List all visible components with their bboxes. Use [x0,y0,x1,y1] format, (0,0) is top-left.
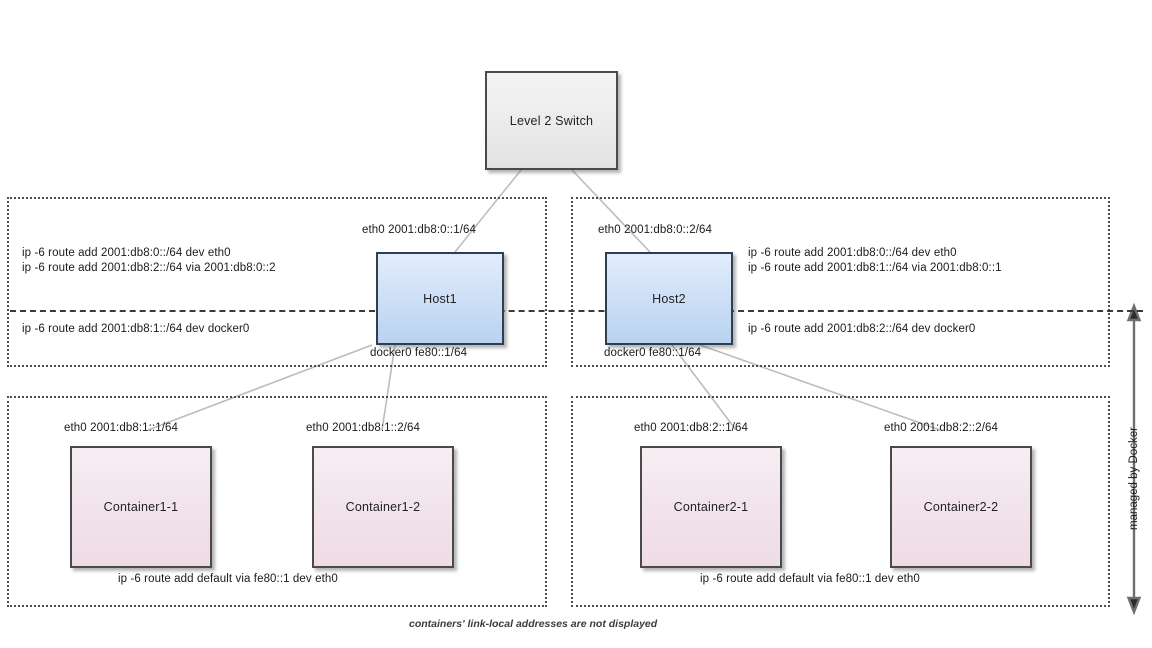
container2-2-label: Container2-2 [923,500,999,514]
container1-2-label: Container1-2 [345,500,421,514]
container2-2-eth0-label: eth0 2001:db8:2::2/64 [884,422,999,434]
host2-route-3: ip -6 route add 2001:db8:2::/64 dev dock… [748,323,976,335]
host1-route-2: ip -6 route add 2001:db8:2::/64 via 2001… [22,262,276,274]
host1-route-1: ip -6 route add 2001:db8:0::/64 dev eth0 [22,247,231,259]
container2-1-eth0-label: eth0 2001:db8:2::1/64 [634,422,749,434]
host1-routes-below: ip -6 route add 2001:db8:1::/64 dev dock… [22,322,249,337]
host1-route-3: ip -6 route add 2001:db8:1::/64 dev dock… [22,323,250,335]
node-container1-2[interactable]: Container1-2 [312,446,454,568]
host2-route-2: ip -6 route add 2001:db8:1::/64 via 2001… [748,262,1002,274]
managed-by-docker-label: managed by Docker [1128,427,1140,530]
host2-routes-above: ip -6 route add 2001:db8:0::/64 dev eth0… [748,246,1002,276]
node-level2-switch[interactable]: Level 2 Switch [485,71,618,170]
routing-boundary-line-left [10,310,1143,312]
container1-2-eth0-label: eth0 2001:db8:1::2/64 [306,422,421,434]
diagram-caption: containers' link-local addresses are not… [409,618,658,630]
host2-docker0-label: docker0 fe80::1/64 [604,347,702,359]
node-host2[interactable]: Host2 [605,252,733,345]
host1-docker0-label: docker0 fe80::1/64 [370,347,468,359]
container1-1-label: Container1-1 [103,500,179,514]
host1-eth0-label: eth0 2001:db8:0::1/64 [362,224,477,236]
host2-route-1: ip -6 route add 2001:db8:0::/64 dev eth0 [748,247,957,259]
host2-eth0-label: eth0 2001:db8:0::2/64 [598,224,713,236]
host1-label: Host1 [423,291,457,306]
host2-label: Host2 [652,291,686,306]
container-group2-default-route: ip -6 route add default via fe80::1 dev … [700,573,920,585]
host2-routes-below: ip -6 route add 2001:db8:2::/64 dev dock… [748,322,975,337]
node-container2-1[interactable]: Container2-1 [640,446,782,568]
host1-routes-above: ip -6 route add 2001:db8:0::/64 dev eth0… [22,246,276,276]
container1-1-eth0-label: eth0 2001:db8:1::1/64 [64,422,179,434]
container-group1-default-route: ip -6 route add default via fe80::1 dev … [118,573,338,585]
switch-label: Level 2 Switch [509,113,594,128]
container2-1-label: Container2-1 [673,500,749,514]
node-container1-1[interactable]: Container1-1 [70,446,212,568]
node-container2-2[interactable]: Container2-2 [890,446,1032,568]
node-host1[interactable]: Host1 [376,252,504,345]
